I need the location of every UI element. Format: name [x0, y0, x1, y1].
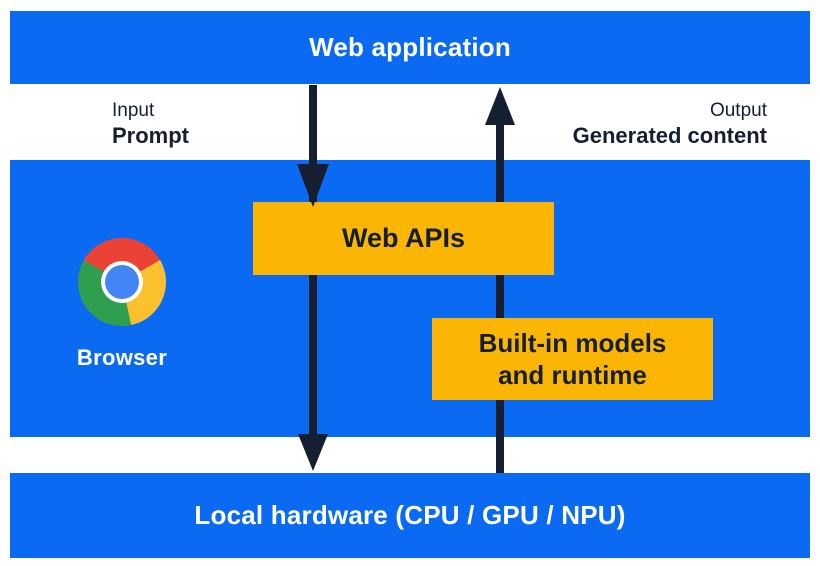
web-application-label: Web application — [309, 32, 511, 62]
local-hardware-label: Local hardware (CPU / GPU / NPU) — [194, 500, 626, 530]
arrow-down-icon — [298, 434, 328, 471]
output-value: Generated content — [572, 123, 767, 148]
builtin-models-box: Built-in models and runtime — [432, 318, 713, 400]
chrome-icon-core — [105, 265, 139, 299]
output-caption: Output — [709, 100, 767, 121]
input-caption: Input — [112, 100, 155, 121]
builtin-models-label-line2: and runtime — [498, 360, 647, 390]
output-flow-arrow-line — [496, 110, 504, 473]
arrow-up-icon — [485, 87, 515, 125]
browser-label: Browser — [76, 345, 168, 370]
arrow-down-icon — [297, 164, 329, 207]
local-hardware-layer: Local hardware (CPU / GPU / NPU) — [10, 473, 810, 558]
web-application-layer: Web application — [10, 11, 810, 84]
web-apis-label: Web APIs — [341, 223, 466, 253]
chrome-icon — [78, 238, 166, 326]
builtin-models-label-line1: Built-in models — [478, 328, 667, 358]
input-label-group: Input Prompt — [112, 98, 189, 149]
output-label-group: Output Generated content — [573, 98, 767, 149]
input-value: Prompt — [112, 123, 189, 148]
web-apis-box: Web APIs — [253, 202, 554, 275]
